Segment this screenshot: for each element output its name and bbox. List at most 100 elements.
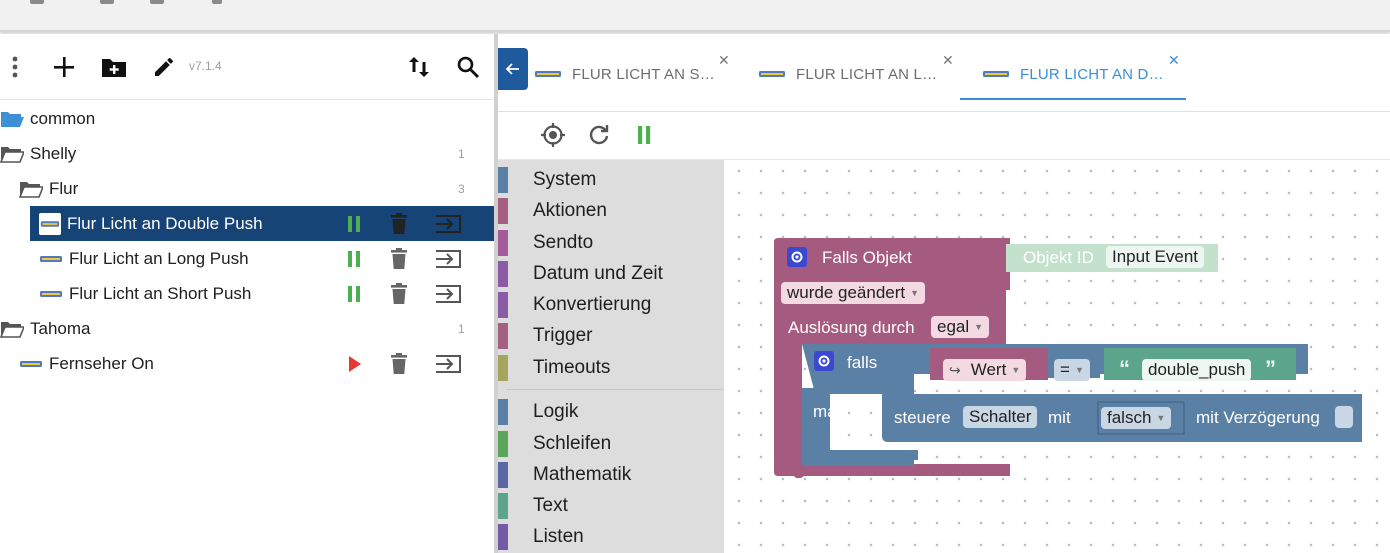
open-quote-icon: “ xyxy=(1119,356,1130,381)
editor-tab-bar: FLUR LICHT AN S… ✕ FLUR LICHT AN L… ✕ FL… xyxy=(498,34,1390,112)
blockly-workspace[interactable]: Falls Objekt Objekt ID Input Event wurde… xyxy=(724,160,1390,553)
category-label: Timeouts xyxy=(533,357,611,378)
download-icon[interactable] xyxy=(100,0,114,4)
script-tree-panel: v7.1.4 common Shelly 1 Flur 3 Flur Licht xyxy=(0,34,494,553)
arrow-left-icon xyxy=(505,63,519,75)
tree-script-flur-licht-an-double-push[interactable]: Flur Licht an Double Push xyxy=(30,206,494,241)
blockly-script-icon xyxy=(535,71,561,77)
folder-open-icon xyxy=(19,181,43,198)
add-script-button[interactable] xyxy=(49,52,79,82)
export-button[interactable] xyxy=(433,351,465,377)
toolbox-category-sendto[interactable]: Sendto xyxy=(498,228,724,258)
close-icon[interactable]: ✕ xyxy=(718,52,730,68)
export-button[interactable] xyxy=(433,211,465,237)
string-value-field[interactable]: double_push xyxy=(1142,359,1252,381)
tree-script-flur-licht-an-long-push[interactable]: Flur Licht an Long Push xyxy=(30,241,494,276)
compare-operator-dropdown[interactable]: =▼ xyxy=(1054,359,1090,381)
delete-button[interactable] xyxy=(386,246,412,272)
settings-icon[interactable] xyxy=(150,0,164,4)
control-target-field[interactable]: Schalter xyxy=(963,406,1038,428)
pause-button[interactable] xyxy=(341,211,367,237)
tree-folder-tahoma[interactable]: Tahoma 1 xyxy=(0,311,494,346)
toolbox-category-logik[interactable]: Logik xyxy=(498,397,724,427)
category-label: Datum und Zeit xyxy=(533,263,663,284)
blockly-script-icon xyxy=(759,71,785,77)
version-label: v7.1.4 xyxy=(189,59,222,73)
category-label: Logik xyxy=(533,401,579,422)
category-color-bar xyxy=(498,524,508,550)
toolbox-category-system[interactable]: System xyxy=(498,165,724,195)
category-color-bar xyxy=(498,167,508,193)
active-tab-indicator xyxy=(960,98,1186,100)
trigger-title: Falls Objekt xyxy=(822,248,912,267)
do-label: mache xyxy=(813,402,865,421)
category-color-bar xyxy=(498,355,508,381)
tab-flur-licht-an-long[interactable]: FLUR LICHT AN L… ✕ xyxy=(758,48,958,100)
toolbox-category-aktionen[interactable]: Aktionen xyxy=(498,196,724,226)
collapse-panel-button[interactable] xyxy=(498,48,528,90)
dropdown-arrow-icon: ▼ xyxy=(1074,365,1084,375)
close-icon[interactable]: ✕ xyxy=(1168,52,1180,68)
tree-label: Flur xyxy=(49,178,79,198)
locate-icon[interactable] xyxy=(538,120,568,150)
toolbox-category-schleifen[interactable]: Schleifen xyxy=(498,429,724,459)
category-color-bar xyxy=(498,292,508,318)
value-dropdown[interactable]: ↪ Wert▼ xyxy=(943,359,1027,381)
tree-label: Shelly xyxy=(30,143,77,163)
toolbox-category-listen[interactable]: Listen xyxy=(498,522,724,552)
trigger-dropdown[interactable]: egal▼ xyxy=(931,316,990,338)
delete-icon[interactable] xyxy=(212,0,222,4)
category-label: Aktionen xyxy=(533,200,607,221)
category-label: Schleifen xyxy=(533,433,612,454)
tab-label: FLUR LICHT AN S… xyxy=(572,65,715,83)
tree-script-fernseher-on[interactable]: Fernseher On xyxy=(0,346,494,381)
tree-label: Flur Licht an Double Push xyxy=(67,213,263,233)
tree-folder-common[interactable]: common xyxy=(0,101,494,136)
edit-icon[interactable] xyxy=(149,52,179,82)
add-folder-button[interactable] xyxy=(99,52,129,82)
tab-flur-licht-an-double[interactable]: FLUR LICHT AN D… ✕ xyxy=(982,48,1182,100)
delay-checkbox[interactable] xyxy=(1335,406,1353,428)
close-icon[interactable]: ✕ xyxy=(942,52,954,68)
category-color-bar xyxy=(498,431,508,457)
toolbox-category-trigger[interactable]: Trigger xyxy=(498,321,724,351)
back-nav-icon[interactable] xyxy=(30,0,44,4)
pause-script-button[interactable] xyxy=(629,120,659,150)
delete-button[interactable] xyxy=(386,281,412,307)
sort-icon[interactable] xyxy=(404,52,434,82)
changed-dropdown[interactable]: wurde geändert▼ xyxy=(781,282,926,304)
panel-splitter[interactable] xyxy=(494,34,498,553)
bool-dropdown[interactable]: falsch▼ xyxy=(1101,407,1172,429)
toolbox-category-text[interactable]: Text xyxy=(498,491,724,521)
delete-button[interactable] xyxy=(386,211,412,237)
restart-icon[interactable] xyxy=(584,120,614,150)
pause-button[interactable] xyxy=(341,281,367,307)
export-button[interactable] xyxy=(433,246,465,272)
export-button[interactable] xyxy=(433,281,465,307)
toolbox-category-timeouts[interactable]: Timeouts xyxy=(498,353,724,383)
more-vert-icon[interactable] xyxy=(0,52,30,82)
tree-label: Fernseher On xyxy=(49,353,154,373)
tab-flur-licht-an-short[interactable]: FLUR LICHT AN S… ✕ xyxy=(534,48,734,100)
pause-button[interactable] xyxy=(341,246,367,272)
folder-count: 3 xyxy=(458,181,465,196)
tree-label: Flur Licht an Long Push xyxy=(69,248,249,268)
object-id-field[interactable]: Input Event xyxy=(1106,246,1205,268)
mutator-gear-icon[interactable] xyxy=(814,351,834,371)
close-quote-icon: ” xyxy=(1265,356,1276,381)
category-color-bar xyxy=(498,198,508,224)
toolbox-category-mathematik[interactable]: Mathematik xyxy=(498,460,724,490)
tree-script-flur-licht-an-short-push[interactable]: Flur Licht an Short Push xyxy=(30,276,494,311)
play-button[interactable] xyxy=(341,351,367,377)
category-label: Sendto xyxy=(533,232,594,253)
mutator-gear-icon[interactable] xyxy=(787,247,807,267)
toolbox-category-datum-und-zeit[interactable]: Datum und Zeit xyxy=(498,259,724,289)
search-icon[interactable] xyxy=(453,52,483,82)
toolbox-category-konvertierung[interactable]: Konvertierung xyxy=(498,290,724,320)
tree-folder-flur[interactable]: Flur 3 xyxy=(0,171,494,206)
dropdown-value: Wert xyxy=(970,360,1007,379)
blockly-script-icon xyxy=(983,71,1009,77)
tree-folder-shelly[interactable]: Shelly 1 xyxy=(0,136,494,171)
category-label: Mathematik xyxy=(533,464,632,485)
delete-button[interactable] xyxy=(386,351,412,377)
